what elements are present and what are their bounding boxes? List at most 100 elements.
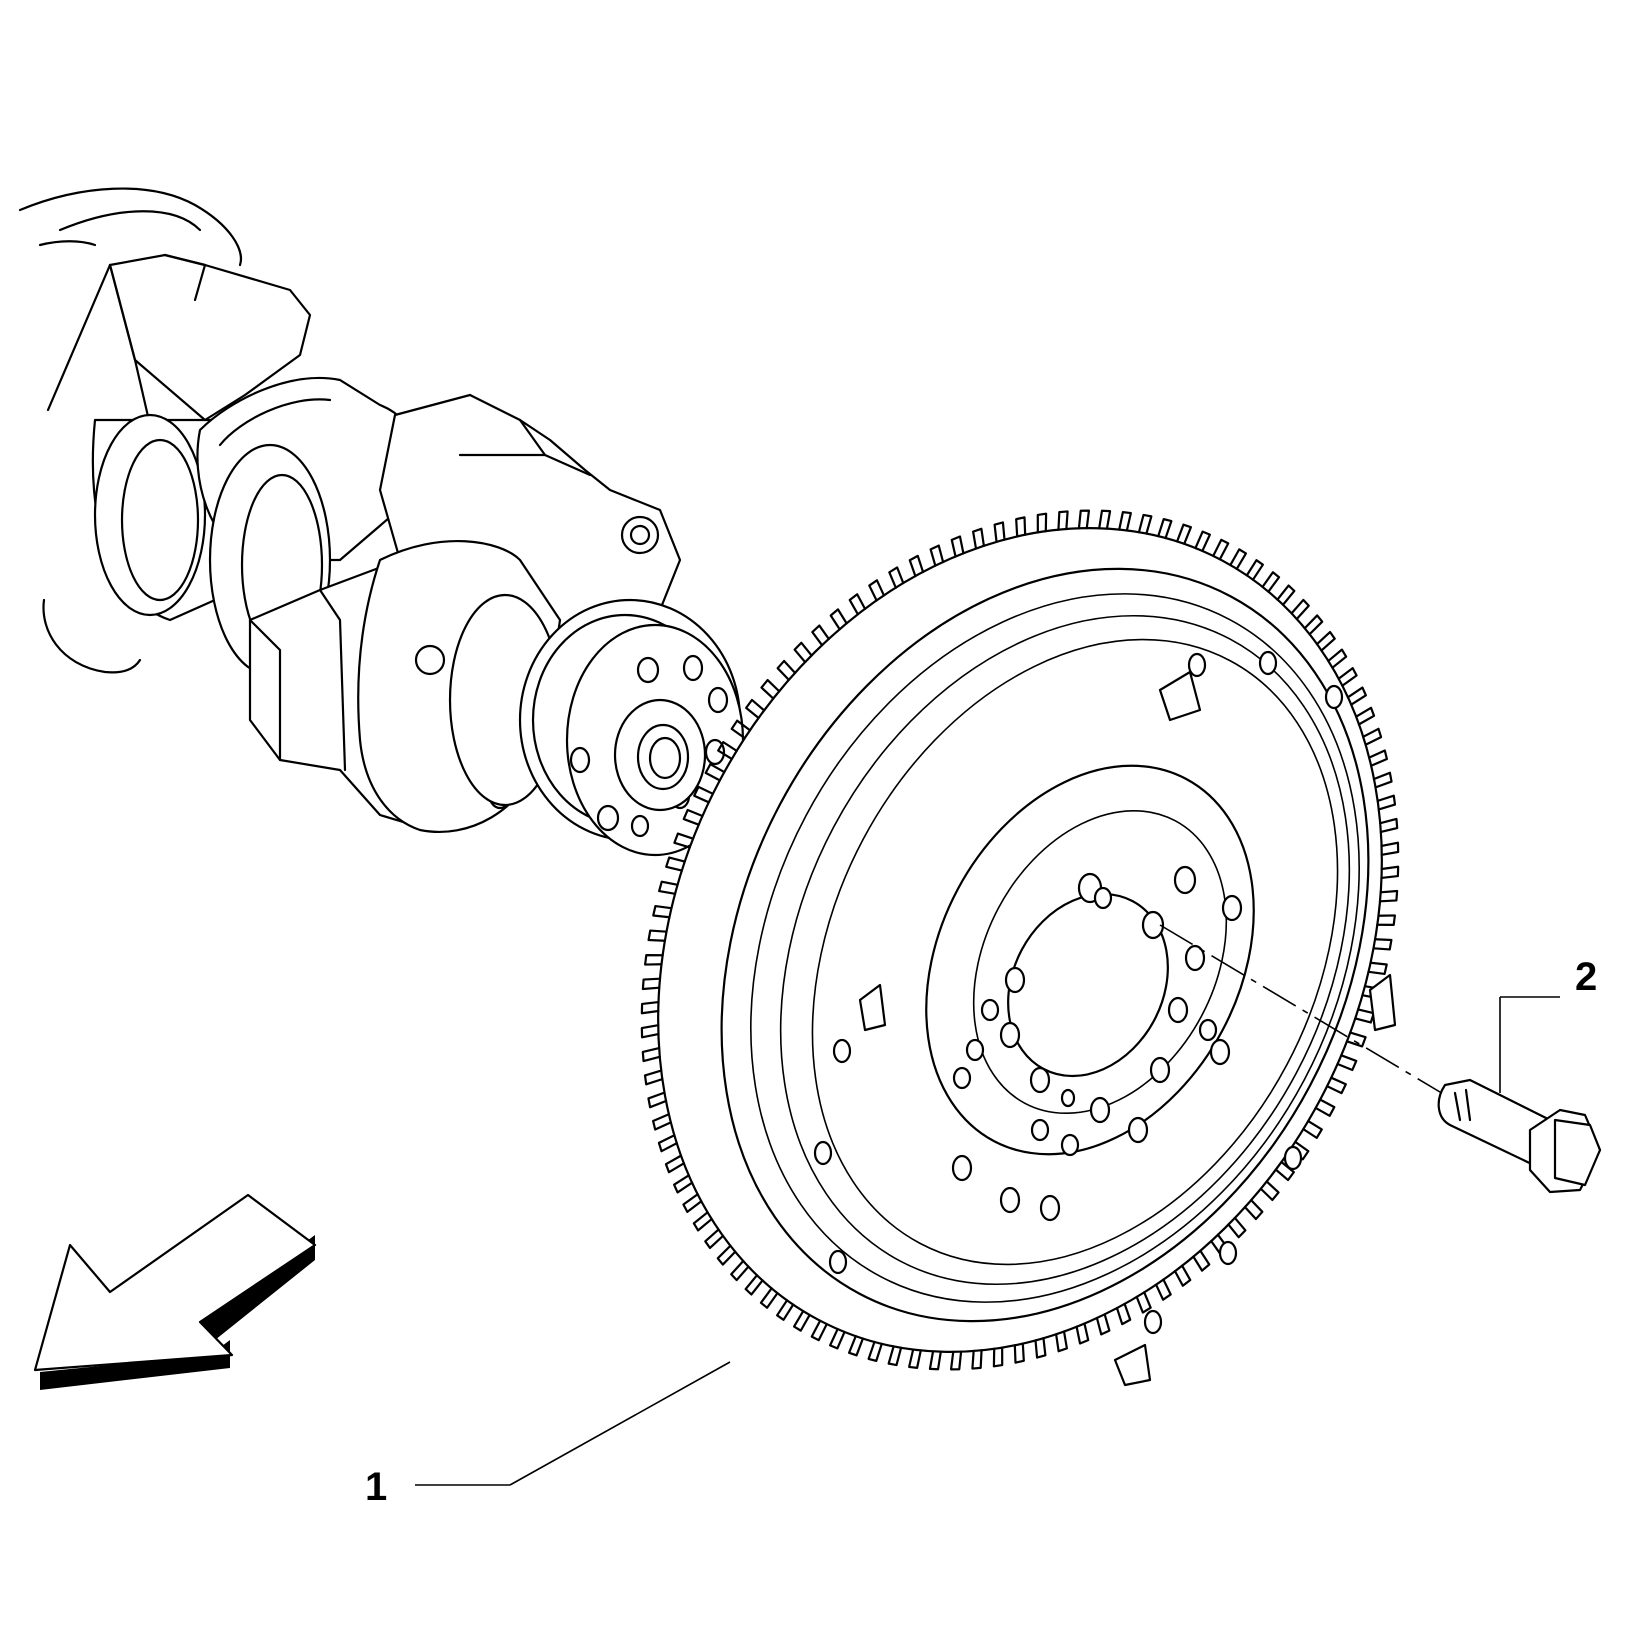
gear-tooth xyxy=(673,1174,694,1194)
gear-tooth xyxy=(1098,509,1112,530)
direction-arrow-icon xyxy=(33,1193,317,1390)
gear-tooth xyxy=(647,1091,668,1109)
gear-tooth xyxy=(1337,667,1358,687)
gear-tooth xyxy=(1327,648,1348,669)
gear-tooth xyxy=(641,977,662,991)
gear-tooth xyxy=(1175,523,1193,545)
gear-tooth xyxy=(1314,1098,1336,1117)
callout-1-label: 1 xyxy=(365,1465,387,1509)
gear-tooth xyxy=(950,535,965,558)
gear-tooth xyxy=(888,566,905,589)
flywheel-outer-holes xyxy=(813,650,1397,1387)
ring-gear-teeth xyxy=(640,509,1400,1371)
gear-tooth xyxy=(704,763,726,782)
gear-tooth xyxy=(1057,510,1069,531)
gear-tooth xyxy=(1095,1313,1111,1336)
gear-tooth xyxy=(1055,1330,1068,1353)
crankshaft xyxy=(18,187,745,857)
gear-tooth xyxy=(1192,1249,1211,1272)
gear-tooth xyxy=(776,1299,795,1321)
gear-tooth xyxy=(647,929,668,942)
flywheel xyxy=(640,509,1446,1387)
gear-tooth xyxy=(1077,509,1091,530)
gear-tooth xyxy=(1354,706,1376,726)
gear-tooth xyxy=(811,624,830,647)
gear-tooth xyxy=(730,719,752,740)
gear-tooth xyxy=(704,1228,725,1250)
gear-tooth xyxy=(652,904,673,919)
gear-tooth xyxy=(1380,865,1400,880)
callout-1: 1 xyxy=(365,1361,731,1509)
gear-tooth xyxy=(1227,1216,1247,1239)
gear-tooth xyxy=(1346,686,1367,706)
gear-tooth xyxy=(992,1346,1004,1368)
gear-tooth xyxy=(1378,889,1399,903)
gear-tooth xyxy=(759,1287,779,1309)
gear-tooth xyxy=(1036,512,1048,534)
gear-tooth xyxy=(1135,1291,1152,1314)
gear-tooth xyxy=(972,527,985,550)
gear-tooth xyxy=(929,544,945,567)
gear-tooth xyxy=(908,1348,922,1369)
gear-tooth xyxy=(1376,914,1396,926)
gear-tooth xyxy=(868,579,886,602)
gear-tooth xyxy=(1302,1119,1323,1139)
gear-tooth xyxy=(651,1113,672,1131)
gear-tooth xyxy=(664,1154,686,1174)
gear-tooth xyxy=(993,521,1006,543)
gear-tooth xyxy=(1376,794,1397,811)
gear-tooth xyxy=(1034,1337,1047,1359)
gear-tooth xyxy=(1303,614,1324,636)
gear-tooth xyxy=(1194,530,1211,553)
gear-tooth xyxy=(640,1000,660,1015)
gear-tooth xyxy=(1367,961,1388,976)
gear-tooth xyxy=(887,1345,903,1367)
gear-tooth xyxy=(810,1319,828,1342)
gear-tooth xyxy=(682,1193,703,1213)
gear-tooth xyxy=(1372,771,1393,789)
gear-tooth xyxy=(829,1327,846,1350)
gear-tooth xyxy=(1326,1076,1347,1095)
callout-2: 2 xyxy=(1499,955,1597,1093)
gear-tooth xyxy=(1336,1054,1358,1072)
gear-tooth xyxy=(1243,1199,1264,1221)
gear-tooth xyxy=(657,1134,678,1153)
gear-tooth xyxy=(1154,1278,1172,1301)
gear-tooth xyxy=(641,1046,661,1063)
gear-tooth xyxy=(1137,513,1153,535)
flywheel-inner-holes xyxy=(951,865,1243,1222)
gear-tooth xyxy=(1368,749,1388,767)
gear-tooth xyxy=(1229,548,1248,570)
gear-tooth xyxy=(693,785,714,804)
flywheel-bolt xyxy=(1437,1078,1602,1194)
gear-tooth xyxy=(1115,1302,1132,1326)
gear-tooth xyxy=(949,1350,963,1371)
gear-tooth xyxy=(673,832,695,849)
gear-tooth xyxy=(745,698,766,720)
gear-tooth xyxy=(744,1274,764,1296)
gear-tooth xyxy=(1118,511,1132,532)
gear-tooth xyxy=(848,593,867,616)
gear-tooth xyxy=(644,954,664,966)
gear-tooth xyxy=(760,678,781,700)
gear-tooth xyxy=(908,554,925,578)
gear-tooth xyxy=(793,641,813,664)
callout-2-label: 2 xyxy=(1575,955,1597,999)
gear-tooth xyxy=(776,659,797,681)
gear-tooth xyxy=(1212,538,1230,561)
gear-tooth xyxy=(730,1259,750,1282)
gear-tooth xyxy=(1362,727,1383,746)
gear-tooth xyxy=(971,1349,983,1370)
gear-tooth xyxy=(928,1350,942,1371)
gear-tooth xyxy=(640,1024,660,1039)
gear-tooth xyxy=(1075,1322,1090,1345)
gear-tooth xyxy=(847,1335,865,1357)
gear-tooth xyxy=(1276,584,1296,606)
gear-tooth xyxy=(643,1069,664,1086)
gear-tooth xyxy=(829,608,848,631)
gear-tooth xyxy=(1345,1031,1367,1048)
gear-tooth xyxy=(682,808,704,826)
gear-tooth xyxy=(1315,630,1336,652)
gear-tooth xyxy=(1372,938,1393,951)
